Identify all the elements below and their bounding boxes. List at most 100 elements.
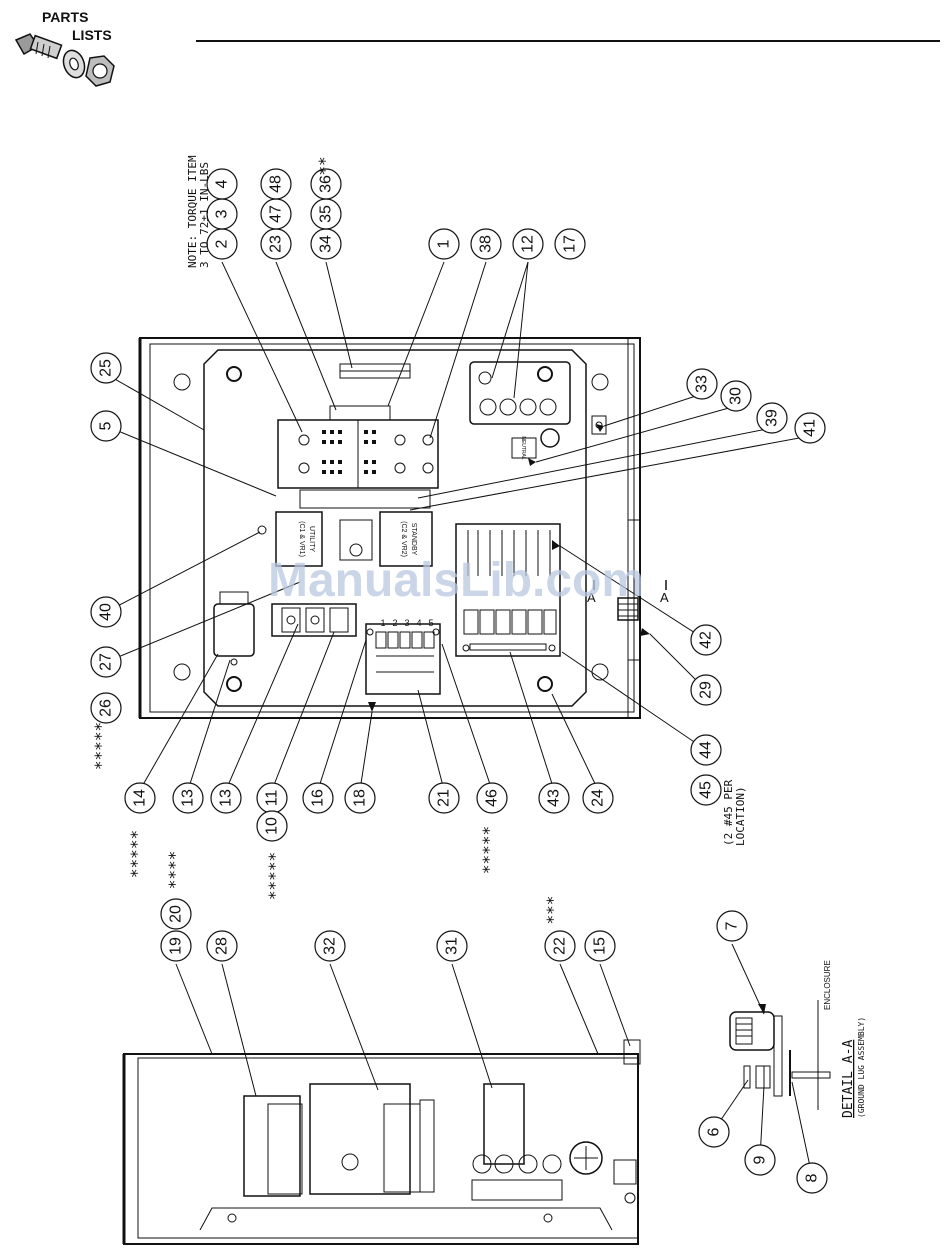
callout-c31: 31 (436, 930, 468, 962)
callout-number: 19 (168, 937, 185, 955)
callout-number: 18 (352, 789, 369, 807)
callout-c32: 32 (314, 930, 346, 962)
callout-circle (302, 782, 334, 814)
callout-number: 38 (478, 235, 495, 253)
callout-number: 30 (728, 387, 745, 405)
fuse-holders (271, 603, 357, 637)
callout-number: 40 (98, 603, 115, 621)
terminal-number-5: 5 (428, 618, 433, 628)
callout-number: 11 (264, 790, 281, 807)
callout-c19: 19 (160, 930, 192, 962)
callout-number: 43 (546, 789, 563, 807)
callout-c23: 23 (260, 228, 292, 260)
standby-relay: STANDBY (C2 & VR2) (339, 511, 433, 567)
parts-lists-logo: PARTS LISTS (14, 9, 115, 87)
utility-sub-label: (C1 & VR1) (298, 521, 305, 557)
callout-circle (436, 930, 468, 962)
asterisk-26: ***** (91, 722, 110, 770)
callout-circle (210, 782, 242, 814)
callout-circle (720, 380, 752, 412)
callout-circle (206, 930, 238, 962)
callout-circle (90, 410, 122, 442)
callout-c35: 35 (310, 198, 342, 230)
standby-sub-label: (C2 & VR2) (400, 521, 407, 557)
standby-label: STANDBY (410, 523, 417, 556)
callout-circle (544, 930, 576, 962)
callout-c18: 18 (344, 782, 376, 814)
bolt-washer-nut-icon (14, 33, 115, 87)
torque-note-line2: 3 TO 72±1 IN-LBS (198, 162, 211, 268)
callout-circle (756, 402, 788, 434)
callout-c22: 22 (544, 930, 576, 962)
section-markers: A A (587, 580, 669, 605)
callout-circle (256, 810, 288, 842)
detail-a-a-drawing (729, 1000, 831, 1110)
callout-circle (314, 930, 346, 962)
per-location-note: (2 #45 PER LOCATION) (722, 779, 747, 846)
callout-circle (90, 596, 122, 628)
terminal-number-1: 1 (380, 618, 385, 628)
callout-number: 4 (214, 179, 231, 188)
detail-title-block: DETAIL A-A (GROUND LUG ASSEMBLY) (841, 1017, 866, 1118)
ground-lug (617, 597, 639, 621)
callout-c4: 4 (206, 168, 238, 200)
neutral-lug-block: NEUTRAL (469, 361, 571, 460)
terminal-number-2: 2 (392, 618, 397, 628)
utility-relay: UTILITY (C1 & VR1) (257, 511, 323, 567)
callout-c27: 27 (90, 646, 122, 678)
torque-note: NOTE: TORQUE ITEM 3 TO 72±1 IN-LBS (186, 155, 211, 268)
callout-circle (512, 228, 544, 260)
asterisk-10: ***** (265, 852, 284, 900)
callout-c16: 16 (302, 782, 334, 814)
detail-subtitle: (GROUND LUG ASSEMBLY) (857, 1017, 866, 1118)
callout-circle (690, 624, 722, 656)
callout-number: 25 (98, 359, 115, 377)
callout-number: 16 (310, 789, 327, 807)
callout-number: 12 (520, 235, 537, 253)
callout-c15: 15 (584, 930, 616, 962)
callout-c12: 12 (512, 228, 544, 260)
callout-c34: 34 (310, 228, 342, 260)
callout-circle (716, 910, 748, 942)
callout-number: 5 (98, 421, 115, 430)
callout-number: 15 (592, 937, 609, 955)
callout-circle (554, 228, 586, 260)
callout-circle (794, 412, 826, 444)
callout-circle (476, 782, 508, 814)
callout-number: 23 (268, 235, 285, 253)
callout-circle (260, 168, 292, 200)
section-marker-right: A (660, 590, 669, 605)
detail-title: DETAIL A-A (841, 1040, 856, 1118)
callout-circle (160, 930, 192, 962)
enclosure-front-view (138, 337, 641, 719)
callout-c43: 43 (538, 782, 570, 814)
callout-number: 3 (214, 209, 231, 218)
callout-number: 41 (802, 419, 819, 437)
callout-circle (90, 646, 122, 678)
callout-number: 7 (724, 921, 741, 930)
callout-circle (90, 352, 122, 384)
callout-c14: 14 (124, 782, 156, 814)
callout-c10: 10 (256, 810, 288, 842)
callout-c24: 24 (582, 782, 614, 814)
callout-number: 46 (484, 789, 501, 807)
callout-c25: 25 (90, 352, 122, 384)
callout-number: 6 (706, 1127, 723, 1136)
callout-circle (90, 692, 122, 724)
callout-number: 2 (214, 239, 231, 248)
callout-c6: 6 (698, 1116, 730, 1148)
callout-circle (160, 898, 192, 930)
callout-c1: 1 (428, 228, 460, 260)
callout-circle (796, 1162, 828, 1194)
terminal-number-3: 3 (404, 618, 409, 628)
callout-circle (690, 674, 722, 706)
callout-c38: 38 (470, 228, 502, 260)
callout-circle (698, 1116, 730, 1148)
callout-c28: 28 (206, 930, 238, 962)
callout-circle (690, 774, 722, 806)
callout-c29: 29 (690, 674, 722, 706)
callout-c39: 39 (756, 402, 788, 434)
callout-number: 21 (436, 789, 453, 807)
callout-number: 13 (218, 789, 235, 807)
